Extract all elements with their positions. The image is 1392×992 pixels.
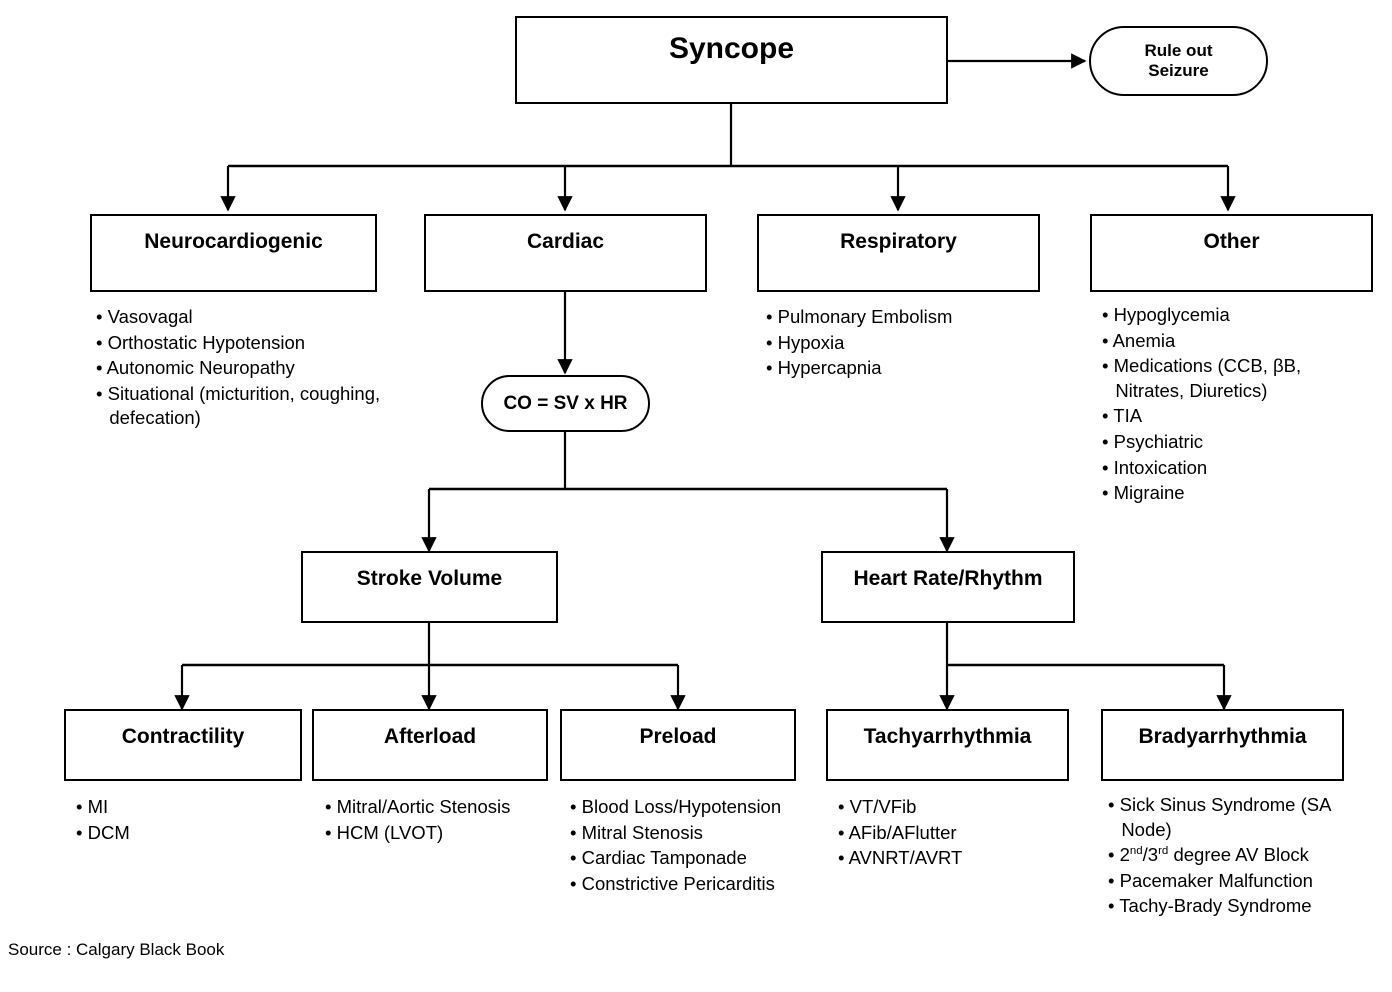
node-stroke-volume-label: Stroke Volume	[356, 567, 503, 590]
bullet-item: • Constrictive Pericarditis	[570, 872, 775, 894]
bullet-item: • Vasovagal	[96, 306, 193, 327]
bullet-item: • Migraine	[1102, 482, 1185, 504]
node-syncope-label: Syncope	[668, 32, 795, 65]
bullet-item: • Situational (micturition, coughing, de…	[96, 382, 381, 429]
node-tachyarrhythmia[interactable]: Tachyarrhythmia	[826, 709, 1069, 781]
bullets-tachyarrhythmia: • VT/VFib • AFib/AFlutter • AVNRT/AVRT	[838, 795, 1060, 872]
bullet-item: • Sick Sinus Syndrome (SA Node)	[1108, 794, 1331, 840]
node-co-formula[interactable]: CO = SV x HR	[481, 375, 650, 432]
bullet-item: • Medications (CCB, βB, Nitrates, Diuret…	[1102, 355, 1302, 401]
node-bradyarrhythmia-label: Bradyarrhythmia	[1138, 725, 1307, 748]
bullet-item: • Hypoxia	[766, 331, 845, 353]
node-afterload-label: Afterload	[383, 725, 477, 748]
bullet-item: • Pacemaker Malfunction	[1108, 869, 1313, 891]
bullet-item: • HCM (LVOT)	[325, 821, 444, 843]
bullet-item: • Intoxication	[1102, 456, 1208, 478]
bullet-item: • TIA	[1102, 405, 1143, 427]
node-cardiac-label: Cardiac	[526, 230, 605, 253]
bullets-bradyarrhythmia: • Sick Sinus Syndrome (SA Node) • 2nd/3rd…	[1108, 793, 1362, 920]
node-heart-rate-rhythm-label: Heart Rate/Rhythm	[853, 567, 1043, 590]
rule-out-line-2: Seizure	[1148, 61, 1209, 80]
node-bradyarrhythmia[interactable]: Bradyarrhythmia	[1101, 709, 1344, 781]
bullets-afterload: • Mitral/Aortic Stenosis • HCM (LVOT)	[325, 795, 537, 846]
node-neurocardiogenic[interactable]: Neurocardiogenic	[90, 214, 377, 292]
bullet-item: • Mitral Stenosis	[570, 821, 703, 843]
bullet-item: • Tachy-Brady Syndrome	[1108, 895, 1312, 917]
bullet-item: • VT/VFib	[838, 796, 917, 817]
node-rule-out-seizure[interactable]: Rule out Seizure	[1089, 26, 1268, 96]
node-contractility-label: Contractility	[121, 725, 245, 748]
bullet-item: • AVNRT/AVRT	[838, 847, 963, 869]
node-stroke-volume[interactable]: Stroke Volume	[301, 551, 558, 623]
bullet-item: • Psychiatric	[1102, 430, 1204, 452]
bullet-item: • AFib/AFlutter	[838, 821, 957, 843]
bullet-item: • Blood Loss/Hypotension	[570, 796, 782, 817]
bullet-item: • Cardiac Tamponade	[570, 847, 747, 869]
bullets-other: • Hypoglycemia • Anemia • Medications (CCB…	[1102, 303, 1364, 507]
node-tachyarrhythmia-label: Tachyarrhythmia	[863, 725, 1032, 748]
node-other-label: Other	[1203, 230, 1260, 253]
node-preload-label: Preload	[639, 725, 717, 748]
rule-out-line-1: Rule out	[1144, 41, 1213, 61]
bullet-item: • 2nd/3rd degree AV Block	[1108, 844, 1309, 866]
node-neurocardiogenic-label: Neurocardiogenic	[144, 230, 323, 253]
node-afterload[interactable]: Afterload	[312, 709, 548, 781]
bullets-neurocardiogenic: • Vasovagal • Orthostatic Hypotension • Au…	[96, 305, 386, 432]
bullet-item: • Mitral/Aortic Stenosis	[325, 796, 511, 817]
bullet-item: • Hypercapnia	[766, 357, 882, 379]
node-syncope[interactable]: Syncope	[515, 16, 948, 104]
bullet-item: • Pulmonary Embolism	[766, 306, 953, 327]
node-cardiac[interactable]: Cardiac	[424, 214, 707, 292]
node-other[interactable]: Other	[1090, 214, 1373, 292]
node-co-formula-label: CO = SV x HR	[503, 392, 628, 414]
bullets-preload: • Blood Loss/Hypotension • Mitral Stenosi…	[570, 795, 792, 897]
bullets-contractility: • MI • DCM	[76, 795, 291, 846]
bullet-item: • MI	[76, 796, 109, 817]
node-respiratory-label: Respiratory	[840, 230, 957, 253]
node-rule-out-seizure-label: Rule out Seizure	[1091, 41, 1266, 80]
source-caption: Source : Calgary Black Book	[8, 940, 225, 959]
bullet-item: • DCM	[76, 821, 130, 843]
bullet-item: • Orthostatic Hypotension	[96, 331, 306, 353]
bullet-item: • Anemia	[1102, 329, 1176, 351]
bullets-respiratory: • Pulmonary Embolism • Hypoxia • Hypercapn…	[766, 305, 1056, 382]
node-heart-rate-rhythm[interactable]: Heart Rate/Rhythm	[821, 551, 1075, 623]
bullet-item: • Autonomic Neuropathy	[96, 357, 295, 379]
node-respiratory[interactable]: Respiratory	[757, 214, 1040, 292]
bullet-item: • Hypoglycemia	[1102, 304, 1230, 325]
node-contractility[interactable]: Contractility	[64, 709, 302, 781]
node-preload[interactable]: Preload	[560, 709, 796, 781]
